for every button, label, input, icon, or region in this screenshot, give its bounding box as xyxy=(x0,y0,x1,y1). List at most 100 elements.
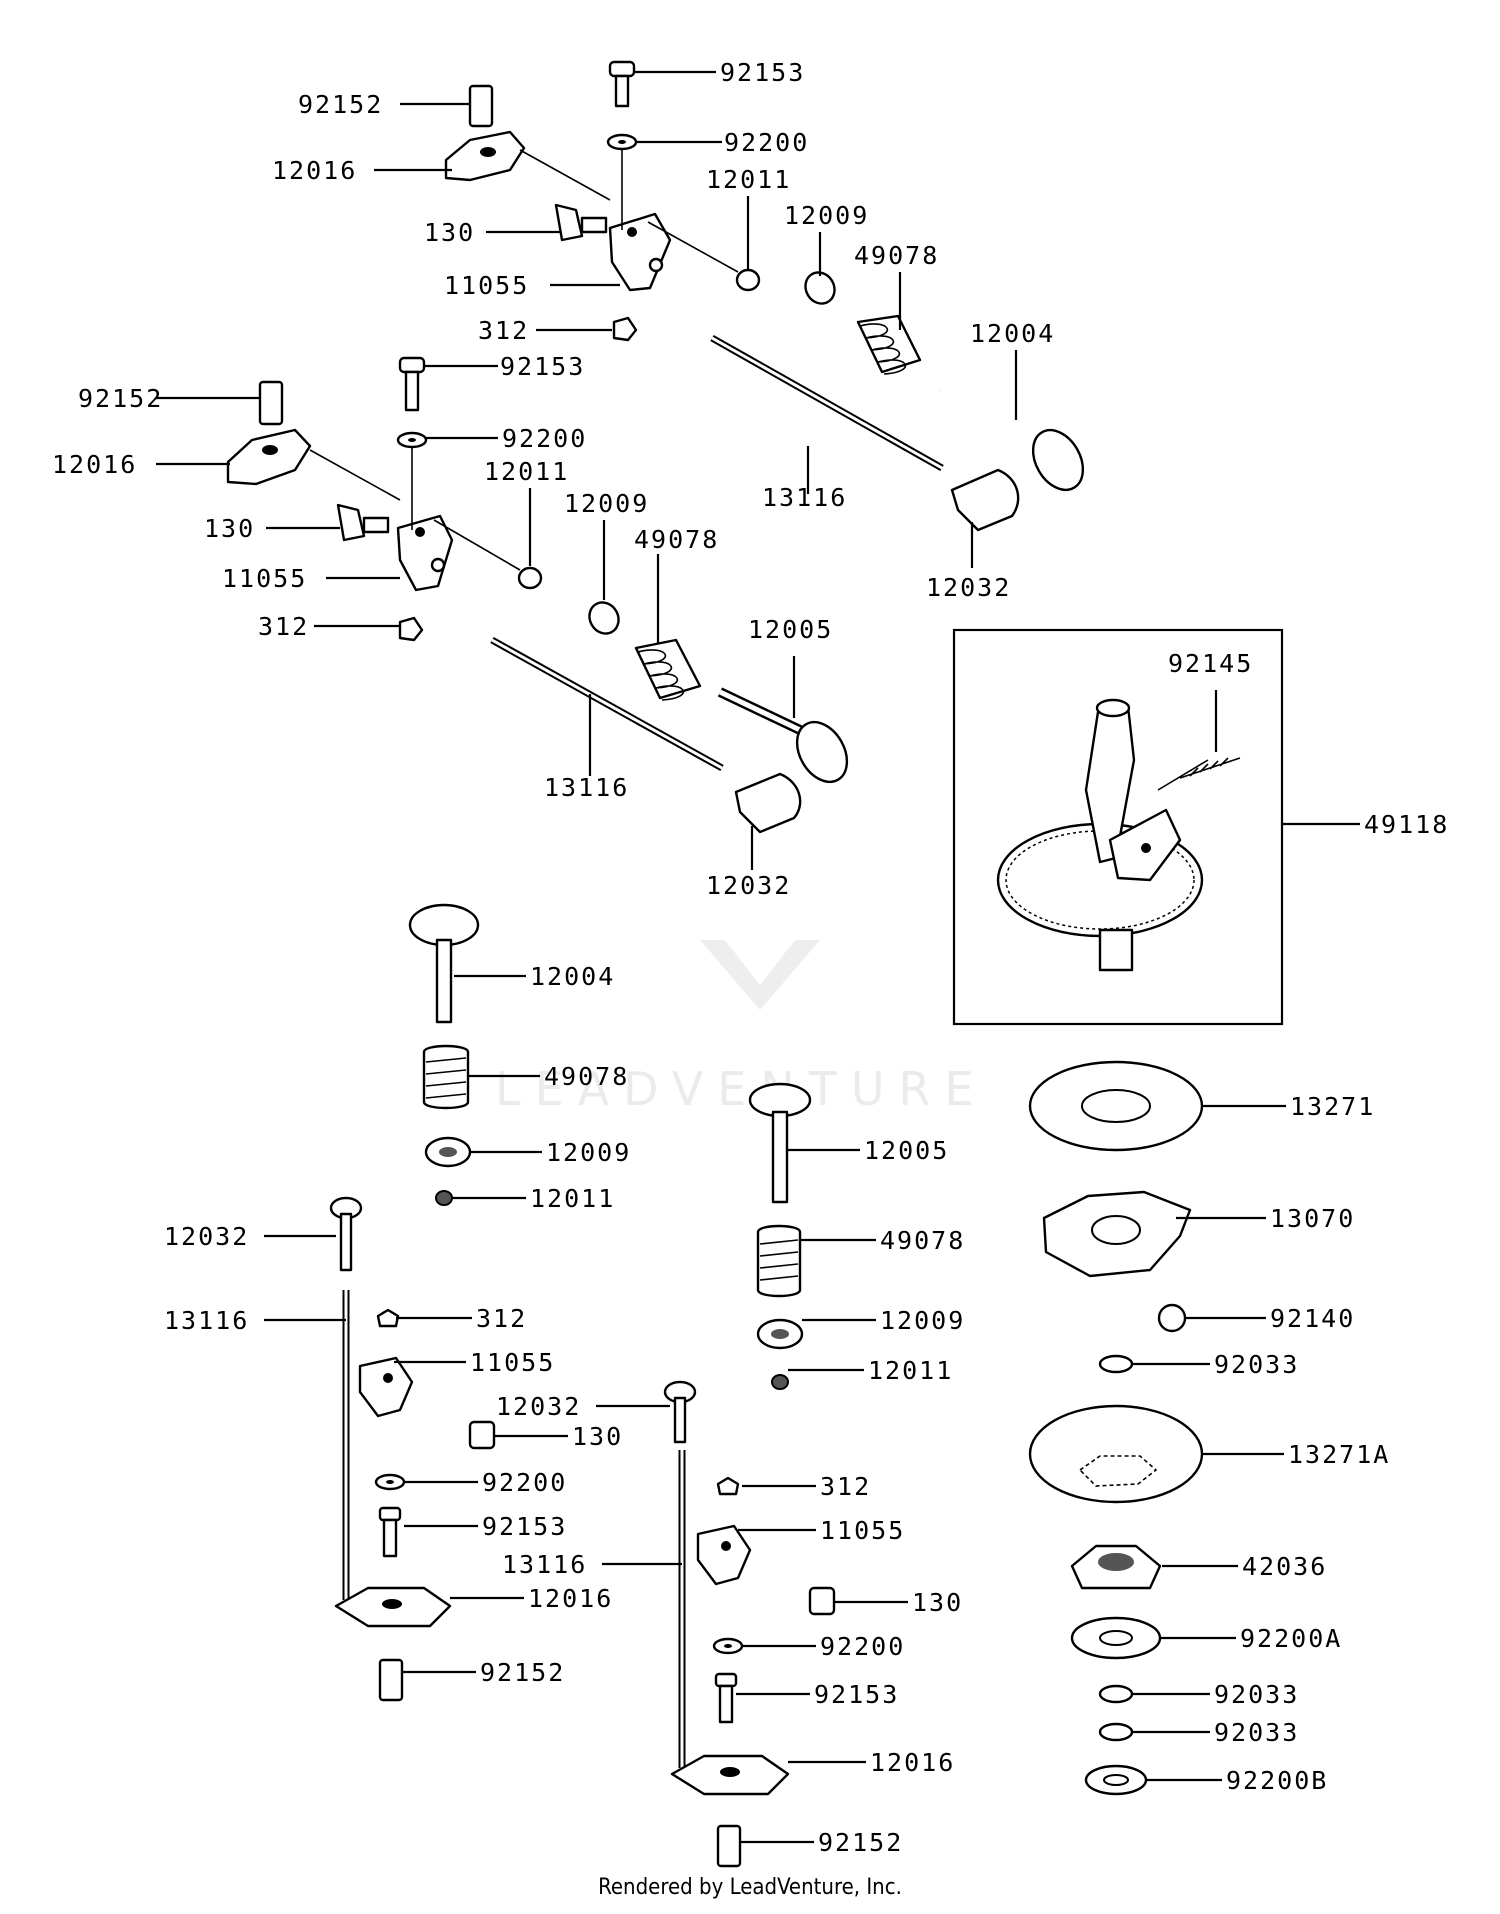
part-label: 130 xyxy=(572,1422,623,1451)
part-label: 12032 xyxy=(926,573,1011,602)
guide-hole xyxy=(627,227,637,237)
valve-spring-2 xyxy=(634,638,702,701)
nut-312-2 xyxy=(398,616,424,642)
part-label: 42036 xyxy=(1242,1552,1327,1581)
part-label: 13116 xyxy=(502,1550,587,1579)
part-label: 92153 xyxy=(500,352,585,381)
rocker-arm-hole xyxy=(480,147,496,157)
part-label: 12011 xyxy=(484,457,569,486)
tappet xyxy=(950,468,1020,532)
bolt-shank xyxy=(614,74,630,108)
part-label: 12016 xyxy=(528,1584,613,1613)
valve-head xyxy=(1031,428,1085,492)
part-label: 49078 xyxy=(854,241,939,270)
part-label: 92152 xyxy=(480,1658,565,1687)
part-label: 12009 xyxy=(546,1138,631,1167)
part-label: 11055 xyxy=(820,1516,905,1545)
retainer xyxy=(804,271,836,305)
camshaft-assembly xyxy=(996,698,1241,972)
governor-plate-13271a xyxy=(1028,1404,1204,1504)
part-label: 312 xyxy=(258,612,309,641)
nut-312-4 xyxy=(716,1476,740,1496)
part-label: 13070 xyxy=(1270,1204,1355,1233)
part-label: 11055 xyxy=(222,564,307,593)
part-label: 130 xyxy=(424,218,475,247)
pivot-stud-4 xyxy=(716,1824,742,1868)
washer-hole xyxy=(618,140,626,144)
part-label: 92140 xyxy=(1270,1304,1355,1333)
part-label: 92153 xyxy=(814,1680,899,1709)
part-label: 12005 xyxy=(748,615,833,644)
part-label: 92200 xyxy=(482,1468,567,1497)
part-label: 49078 xyxy=(634,525,719,554)
part-label: 13271A xyxy=(1288,1440,1390,1469)
bolt-92153-2 xyxy=(714,1672,738,1688)
leader-lines xyxy=(156,70,1360,1844)
part-label: 13116 xyxy=(544,773,629,802)
part-label: 12004 xyxy=(530,962,615,991)
part-label: 312 xyxy=(476,1304,527,1333)
part-label: 12016 xyxy=(52,450,137,479)
push-rod-guide-2 xyxy=(396,514,454,592)
pivot-stud-3 xyxy=(378,1658,404,1702)
part-label: 12009 xyxy=(880,1306,965,1335)
part-label: 92200B xyxy=(1226,1766,1328,1795)
valve-cap-4 xyxy=(771,1374,789,1390)
valve-stem-3 xyxy=(435,938,453,1024)
nut-312 xyxy=(612,316,638,342)
part-label: 49118 xyxy=(1364,810,1449,839)
pivot-stud-2 xyxy=(258,380,284,426)
bolt-130-2 xyxy=(336,503,366,542)
valve-stem-4 xyxy=(771,1110,789,1204)
watermark: LEADVENTURE xyxy=(495,940,988,1116)
part-label: 92200A xyxy=(1240,1624,1342,1653)
bolt-130-shank xyxy=(580,216,608,234)
centerline-3 xyxy=(647,221,739,273)
part-label: 13116 xyxy=(164,1306,249,1335)
ball-92140 xyxy=(1157,1303,1187,1333)
circlip-92033-3 xyxy=(1098,1722,1134,1742)
bolt-head xyxy=(608,60,636,78)
part-label: 312 xyxy=(820,1472,871,1501)
part-label: 130 xyxy=(912,1588,963,1617)
part-label: 12016 xyxy=(272,156,357,185)
part-label: 12009 xyxy=(784,201,869,230)
camshaft-group-box xyxy=(952,628,1284,1026)
part-label: 49078 xyxy=(880,1226,965,1255)
bolt-130-3 xyxy=(468,1420,496,1450)
valve-head-2 xyxy=(795,720,849,784)
part-label: 11055 xyxy=(470,1348,555,1377)
part-label: 13116 xyxy=(762,483,847,512)
retainer-2 xyxy=(588,601,620,635)
part-label: 92152 xyxy=(818,1828,903,1857)
valve-cap-3 xyxy=(435,1190,453,1206)
watermark-text: LEADVENTURE xyxy=(495,1062,988,1116)
centerline xyxy=(519,149,611,201)
part-label: 92152 xyxy=(298,90,383,119)
part-label: 12005 xyxy=(864,1136,949,1165)
footer-credit: Rendered by LeadVenture, Inc. xyxy=(598,1875,902,1900)
part-label: 12032 xyxy=(496,1392,581,1421)
part-label: 130 xyxy=(204,514,255,543)
rocker-assembly-bottom-left xyxy=(329,1196,496,1702)
part-label: 92033 xyxy=(1214,1350,1299,1379)
part-label: 12011 xyxy=(706,165,791,194)
guide-hole-2 xyxy=(648,257,664,273)
rocker-assembly-upper xyxy=(444,60,1085,532)
valve-stack-left xyxy=(408,903,480,1206)
part-label: 12032 xyxy=(706,871,791,900)
part-label: 92153 xyxy=(482,1512,567,1541)
rocker-arm-2 xyxy=(226,428,312,486)
part-label: 12016 xyxy=(870,1748,955,1777)
rocker-assembly-lower xyxy=(226,356,849,834)
valve-cap-2 xyxy=(517,566,543,590)
nut-312-3 xyxy=(376,1308,400,1328)
valve-cap xyxy=(735,268,761,292)
circlip-92033-2 xyxy=(1098,1684,1134,1704)
part-label: 92153 xyxy=(720,58,805,87)
push-rod-guide xyxy=(608,212,672,292)
part-label: 12004 xyxy=(970,319,1055,348)
part-label: 11055 xyxy=(444,271,529,300)
part-label: 312 xyxy=(478,316,529,345)
